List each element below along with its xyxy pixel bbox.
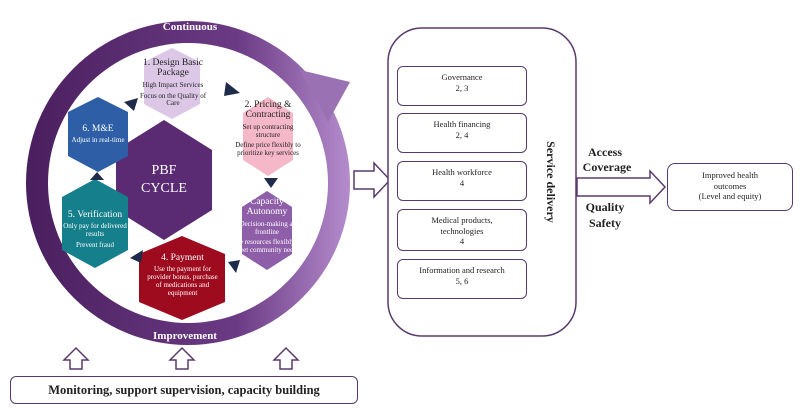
connector-triangle	[224, 82, 240, 96]
step-design-title: 1. Design Basic Package	[143, 58, 203, 79]
block-health-financing-name: Health financing	[433, 119, 491, 129]
center-label: PBF CYCLE	[124, 163, 204, 197]
step-verification-detail-1: Only pay for delivered results	[63, 222, 127, 239]
block-medical-products: Medical products, technologies 4	[397, 209, 527, 251]
outcome-box: Improved health outcomes (Level and equi…	[667, 163, 793, 211]
step-capacity: 3. Capacity & Autonomy Decision-making a…	[231, 197, 303, 255]
step-payment-title: 4. Payment	[161, 253, 204, 263]
step-pricing: 2. Pricing & Contracting Set up contract…	[232, 100, 304, 158]
block-medical-products-numbers: 4	[459, 236, 465, 247]
step-me-detail-1: Adjust in real-time	[71, 136, 125, 145]
step-pricing-title: 2. Pricing & Contracting	[244, 100, 292, 121]
attribute-safety: Safety	[589, 216, 621, 230]
block-governance-numbers: 2, 3	[455, 82, 469, 93]
block-health-workforce: Health workforce 4	[397, 161, 527, 201]
block-information-research-name: Information and research	[419, 265, 505, 275]
step-design-detail-2: Focus on the Quality of Care	[139, 91, 207, 108]
block-health-financing-numbers: 2, 4	[455, 129, 469, 140]
service-delivery-label: Service delivery	[544, 141, 558, 223]
up-arrow-middle	[168, 346, 196, 370]
connector-triangle	[264, 178, 278, 188]
step-capacity-title: 3. Capacity & Autonomy	[240, 197, 294, 218]
step-me-title: 6. M&E	[82, 124, 114, 134]
attribute-quality: Quality	[585, 200, 625, 214]
step-design-detail-1: High Impact Services	[142, 80, 204, 89]
step-capacity-detail-2: Use resources flexibly to meet community…	[232, 238, 302, 254]
step-pricing-detail-1: Set up contracting structure	[242, 122, 294, 139]
block-information-research-numbers: 5, 6	[455, 275, 469, 286]
me-hexagon	[68, 97, 128, 172]
connector-triangle	[124, 98, 138, 111]
outcome-line-2: (Level and equity)	[698, 191, 762, 202]
step-verification-detail-2: Prevent fraud	[76, 240, 114, 249]
payment-hexagon	[139, 236, 225, 320]
improvement-label: Improvement	[153, 330, 217, 342]
center-line-2: CYCLE	[141, 181, 187, 197]
monitoring-label: Monitoring, support supervision, capacit…	[48, 382, 320, 397]
step-verification: 5. Verification Only pay for delivered r…	[60, 210, 130, 250]
connector-triangle	[90, 172, 104, 180]
block-governance: Governance 2, 3	[397, 66, 527, 106]
arrow-to-service-delivery	[353, 161, 392, 199]
step-capacity-detail-1: Decision-making at frontline	[239, 219, 295, 236]
arrow-to-outcomes	[576, 169, 667, 205]
pricing-hexagon	[243, 97, 293, 176]
block-governance-name: Governance	[441, 72, 483, 82]
center-line-1: PBF	[151, 163, 177, 178]
attribute-coverage: Coverage	[582, 160, 632, 174]
ring-arrow-head	[300, 70, 350, 122]
connector-triangle	[130, 250, 143, 263]
step-pricing-detail-2: Define price flexibly to prioritize key …	[235, 141, 301, 157]
capacity-hexagon	[242, 191, 292, 270]
step-verification-title: 5. Verification	[67, 210, 123, 220]
attribute-access: Access	[588, 145, 622, 159]
step-payment-detail-1: Use the payment for provider bonus, purc…	[147, 265, 218, 297]
step-payment: 4. Payment Use the payment for provider …	[145, 253, 220, 297]
connector-triangle	[228, 260, 240, 273]
step-design: 1. Design Basic Package High Impact Serv…	[136, 58, 210, 108]
up-arrow-left	[62, 346, 90, 370]
block-health-workforce-name: Health workforce	[432, 167, 492, 177]
monitoring-box: Monitoring, support supervision, capacit…	[10, 376, 358, 404]
block-health-financing: Health financing 2, 4	[397, 113, 527, 153]
verification-hexagon	[62, 179, 128, 268]
step-me: 6. M&E Adjust in real-time	[66, 124, 130, 145]
block-health-workforce-numbers: 4	[459, 177, 465, 188]
up-arrow-right	[272, 346, 300, 370]
design-hexagon	[144, 48, 200, 119]
outcome-line-1: Improved health outcomes	[702, 170, 758, 191]
continuous-label: Continuous	[162, 21, 218, 33]
block-medical-products-name: Medical products, technologies	[431, 215, 493, 236]
center-hexagon	[116, 120, 212, 240]
block-information-research: Information and research 5, 6	[397, 259, 527, 299]
